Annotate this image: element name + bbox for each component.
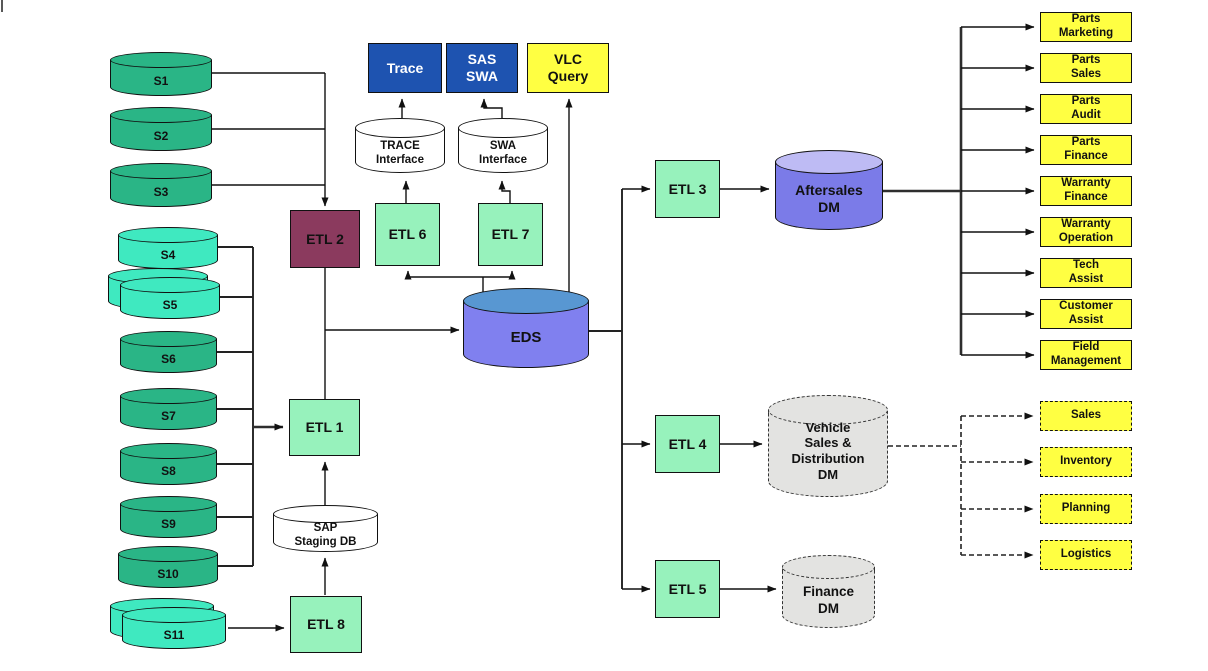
datastore-label: S11 xyxy=(163,627,185,642)
dashed-output-sales: Sales xyxy=(1040,401,1132,431)
cylinder-top-ellipse xyxy=(120,443,217,459)
cylinder-top-ellipse xyxy=(110,107,212,123)
etl-5-box: ETL 5 xyxy=(655,560,720,618)
etl-3-box: ETL 3 xyxy=(655,160,720,218)
datastore-label: S2 xyxy=(153,128,169,143)
wire-vehicle-feed-dashed xyxy=(888,416,962,555)
cylinder-top-ellipse xyxy=(273,505,378,523)
datastore-s9: S9 xyxy=(120,496,217,538)
cylinder-top-ellipse xyxy=(458,118,548,138)
output-parts-marketing: Parts Marketing xyxy=(1040,12,1132,42)
warehouse-label: Aftersales DM xyxy=(795,182,863,215)
dashed-output-logistics: Logistics xyxy=(1040,540,1132,570)
wire-eds-riser xyxy=(408,276,512,292)
output-warranty-operation: Warranty Operation xyxy=(1040,217,1132,247)
warehouse-label: Finance DM xyxy=(802,584,854,616)
output-parts-finance: Parts Finance xyxy=(1040,135,1132,165)
cylinder-top-ellipse xyxy=(110,163,212,179)
etl-1-box: ETL 1 xyxy=(289,399,360,456)
datastore-s2: S2 xyxy=(110,107,212,151)
datastore-s8: S8 xyxy=(120,443,217,485)
output-parts-audit: Parts Audit xyxy=(1040,94,1132,124)
sap-staging-db-cylinder: SAP Staging DB xyxy=(273,505,378,552)
output-customer-assist: Customer Assist xyxy=(1040,299,1132,329)
output-warranty-finance: Warranty Finance xyxy=(1040,176,1132,206)
datastore-label: S4 xyxy=(160,247,176,262)
trace-interface-cylinder: TRACE Interface xyxy=(355,118,445,173)
etl-2-box: ETL 2 xyxy=(290,210,360,268)
etl-8-box: ETL 8 xyxy=(290,596,362,653)
wire-eds-right-trunk xyxy=(588,189,623,589)
cylinder-top-ellipse xyxy=(775,150,883,174)
datastore-label: S9 xyxy=(161,516,176,531)
app-trace-box: Trace xyxy=(368,43,442,93)
wire-etl7-to-swa-if xyxy=(498,180,511,203)
wire-s4-s10-stubs xyxy=(217,246,253,567)
app-vlc-query-box: VLC Query xyxy=(527,43,609,93)
cylinder-top-ellipse xyxy=(782,555,875,579)
datastore-s4: S4 xyxy=(118,227,218,269)
etl-6-box: ETL 6 xyxy=(375,203,440,266)
cylinder-top-ellipse xyxy=(122,607,226,623)
interface-label: SWA Interface xyxy=(479,139,527,166)
datastore-s10: S10 xyxy=(118,546,218,588)
datastore-s1: S1 xyxy=(110,52,212,96)
cylinder-top-ellipse xyxy=(118,546,218,562)
wire-aftersales-feed xyxy=(883,27,963,355)
datastore-label: S10 xyxy=(157,566,179,581)
datastore-label: S5 xyxy=(162,297,178,312)
output-parts-sales: Parts Sales xyxy=(1040,53,1132,83)
datastore-s7: S7 xyxy=(120,388,217,430)
aftersales-dm-cylinder: Aftersales DM xyxy=(775,150,883,230)
datastore-s11: S11 xyxy=(122,607,226,649)
cylinder-top-ellipse xyxy=(355,118,445,138)
vehicle-sales-distribution-dm-cylinder: Vehicle Sales & Distribution DM xyxy=(768,395,888,497)
datastore-label: S3 xyxy=(153,184,169,199)
cylinder-top-ellipse xyxy=(463,288,589,314)
output-tech-assist: Tech Assist xyxy=(1040,258,1132,288)
app-sas-swa-box: SAS SWA xyxy=(446,43,518,93)
interface-label: SAP Staging DB xyxy=(294,521,357,548)
output-field-management: Field Management xyxy=(1040,340,1132,370)
cylinder-top-ellipse xyxy=(120,331,217,347)
cylinder-top-ellipse xyxy=(120,496,217,512)
cylinder-top-ellipse xyxy=(120,388,217,404)
datastore-s5: S5 xyxy=(120,277,220,319)
wire-swa-if-to-sas xyxy=(480,98,503,118)
datastore-label: S7 xyxy=(161,408,176,423)
cylinder-top-ellipse xyxy=(118,227,218,243)
dashed-output-planning: Planning xyxy=(1040,494,1132,524)
swa-interface-cylinder: SWA Interface xyxy=(458,118,548,173)
cylinder-top-ellipse xyxy=(120,277,220,293)
datastore-s3: S3 xyxy=(110,163,212,207)
dashed-output-inventory: Inventory xyxy=(1040,447,1132,477)
datastore-label: S8 xyxy=(161,463,176,478)
eds-cylinder: EDS xyxy=(463,288,589,368)
datastore-label: S6 xyxy=(161,351,176,366)
datastore-label: S1 xyxy=(153,73,169,88)
etl-7-box: ETL 7 xyxy=(478,203,543,266)
warehouse-label: Vehicle Sales & Distribution DM xyxy=(791,419,865,482)
interface-label: TRACE Interface xyxy=(376,139,424,166)
cylinder-top-ellipse xyxy=(110,52,212,68)
etl-4-box: ETL 4 xyxy=(655,415,720,473)
warehouse-label: EDS xyxy=(510,329,542,346)
datastore-s6: S6 xyxy=(120,331,217,373)
cylinder-top-ellipse xyxy=(768,395,888,425)
wire-s1-s3-stubs xyxy=(212,72,325,186)
finance-dm-cylinder: Finance DM xyxy=(782,555,875,628)
